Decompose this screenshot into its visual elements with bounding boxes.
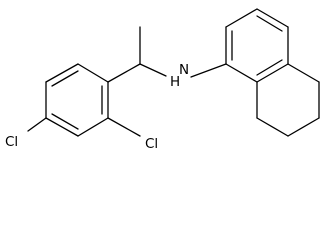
double-bond-inner: [256, 15, 283, 32]
amine-nitrogen-label: N: [179, 62, 189, 78]
chlorine-left-label: Cl: [5, 134, 18, 150]
aromatic-ring: [225, 8, 289, 83]
bond-to-amine: [139, 63, 167, 77]
double-bond-inner: [51, 70, 79, 87]
bond: [287, 63, 320, 83]
dichlorophenyl-ring: [45, 63, 109, 137]
bond-to-chlorine-left: [27, 117, 47, 132]
bond: [256, 8, 289, 28]
bond: [45, 63, 79, 83]
double-bond-inner: [51, 113, 79, 130]
bond-to-chlorine-ortho: [107, 117, 141, 137]
bond: [225, 63, 258, 83]
bond: [287, 117, 320, 137]
bond-amine-to-ring: [190, 63, 227, 78]
bond: [77, 117, 109, 137]
bond: [256, 117, 289, 137]
bond: [225, 8, 258, 28]
amine-hydrogen-label: H: [170, 74, 180, 90]
saturated-ring: [256, 63, 320, 137]
double-bond-inner: [256, 59, 283, 76]
bond: [77, 63, 109, 83]
bond-to-ethyl-carbon: [107, 63, 141, 83]
chlorine-ortho-label: Cl: [145, 136, 158, 151]
bond: [45, 117, 79, 137]
chemical-structure-diagram: Cl Cl N H: [5, 8, 320, 151]
bond: [256, 63, 289, 83]
